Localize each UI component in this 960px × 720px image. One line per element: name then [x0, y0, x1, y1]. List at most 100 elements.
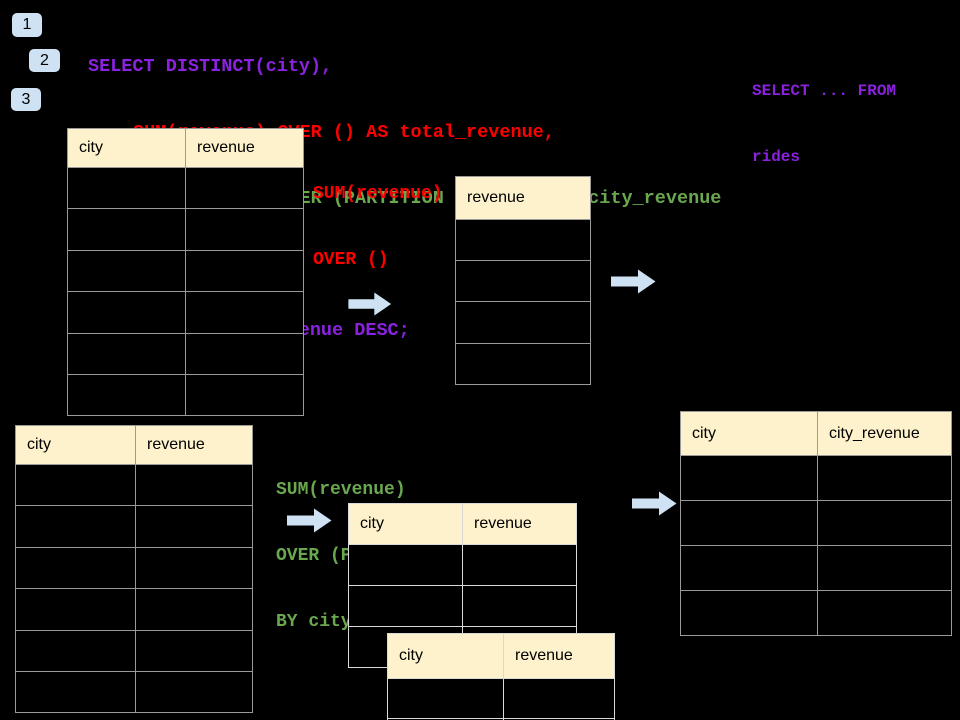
step-badge-2: 2	[29, 49, 60, 72]
table-cell	[818, 500, 951, 545]
table-cell	[456, 301, 590, 343]
table-cell	[388, 718, 504, 720]
table-cell	[456, 260, 590, 302]
table-cell	[186, 249, 303, 292]
side-note-code: SELECT ... FROM rides	[752, 36, 896, 212]
table-source-top: city revenue	[67, 128, 304, 417]
annotation-total-line-1: SUM(revenue)	[313, 184, 443, 204]
table-cell	[186, 208, 303, 250]
table-row	[456, 301, 590, 343]
table-cell	[16, 505, 136, 547]
table-cell	[681, 545, 818, 590]
table-cell	[504, 678, 614, 718]
table-cell	[681, 590, 818, 635]
table-header-row: city city_revenue	[681, 412, 951, 455]
column-header: city	[68, 129, 186, 167]
table-header-row: city revenue	[388, 634, 614, 678]
table-cell	[136, 464, 252, 506]
table-cell	[16, 588, 136, 630]
table-cell	[349, 544, 463, 585]
table-cell	[349, 585, 463, 626]
annotation-total-line-2: OVER ()	[313, 250, 389, 270]
table-row	[68, 291, 303, 333]
table-cell	[463, 585, 576, 626]
table-row	[16, 670, 252, 713]
right-arrow-icon	[632, 491, 677, 516]
table-row	[681, 455, 951, 500]
table-cell	[68, 167, 186, 209]
right-arrow-icon	[611, 269, 656, 294]
table-row	[456, 260, 590, 302]
side-note-line-1: SELECT ... FROM	[752, 82, 897, 100]
step-badge-3: 3	[11, 88, 41, 111]
table-row	[68, 249, 303, 292]
table-cell	[68, 208, 186, 250]
table-row	[681, 500, 951, 545]
table-cell	[456, 342, 590, 384]
column-header: revenue	[197, 139, 255, 156]
column-header: city	[681, 412, 818, 455]
table-row	[16, 629, 252, 671]
step-badge-1: 1	[12, 13, 42, 37]
table-cell	[818, 545, 951, 590]
table-cell	[68, 332, 186, 374]
column-header: revenue	[515, 647, 573, 664]
table-cell	[388, 678, 504, 718]
table-cell	[818, 590, 951, 635]
table-header-row: city revenue	[349, 504, 576, 544]
table-row	[456, 342, 590, 384]
table-row	[349, 585, 576, 626]
table-cell	[504, 718, 614, 720]
sql-line-select: SELECT DISTINCT(city),	[88, 56, 333, 77]
annotation-over-total: SUM(revenue) OVER ()	[313, 139, 443, 315]
table-partition-overlap: city revenue	[387, 633, 615, 720]
table-total-revenue: revenue	[455, 176, 591, 385]
column-header: city_revenue	[829, 424, 920, 442]
table-cell	[16, 629, 136, 671]
table-header-row: city revenue	[68, 129, 303, 167]
column-header: revenue	[474, 515, 532, 532]
table-result-city-revenue: city city_revenue	[680, 411, 952, 636]
table-cell	[16, 546, 136, 589]
column-header: city	[16, 426, 136, 464]
table-cell	[186, 291, 303, 333]
table-cell	[186, 167, 303, 209]
table-row	[16, 588, 252, 630]
table-row	[16, 464, 252, 506]
table-cell	[463, 544, 576, 585]
column-header: city	[388, 634, 504, 678]
table-row	[68, 373, 303, 416]
table-cell	[136, 629, 252, 671]
table-source-bottom: city revenue	[15, 425, 253, 714]
table-row	[681, 590, 951, 635]
table-header-row: city revenue	[16, 426, 252, 464]
table-row	[349, 544, 576, 585]
table-cell	[16, 464, 136, 506]
table-header-row: revenue	[456, 177, 590, 219]
table-cell	[68, 249, 186, 292]
table-cell	[68, 373, 186, 416]
right-arrow-icon	[348, 292, 392, 316]
table-row	[16, 546, 252, 589]
table-cell	[16, 670, 136, 713]
table-cell	[68, 291, 186, 333]
table-cell	[136, 588, 252, 630]
table-row	[68, 208, 303, 250]
column-header: city	[349, 504, 463, 544]
table-cell	[136, 670, 252, 713]
table-row	[388, 718, 614, 720]
table-row	[68, 167, 303, 209]
right-arrow-icon	[287, 508, 332, 533]
table-cell	[681, 500, 818, 545]
table-row	[388, 678, 614, 718]
table-cell	[186, 373, 303, 416]
table-row	[456, 219, 590, 261]
column-header: revenue	[147, 436, 205, 453]
side-note-line-2: rides	[752, 148, 801, 166]
table-cell	[818, 455, 951, 500]
annotation-partition-line-1: SUM(revenue)	[276, 480, 406, 500]
table-row	[681, 545, 951, 590]
table-cell	[136, 505, 252, 547]
table-cell	[186, 332, 303, 374]
